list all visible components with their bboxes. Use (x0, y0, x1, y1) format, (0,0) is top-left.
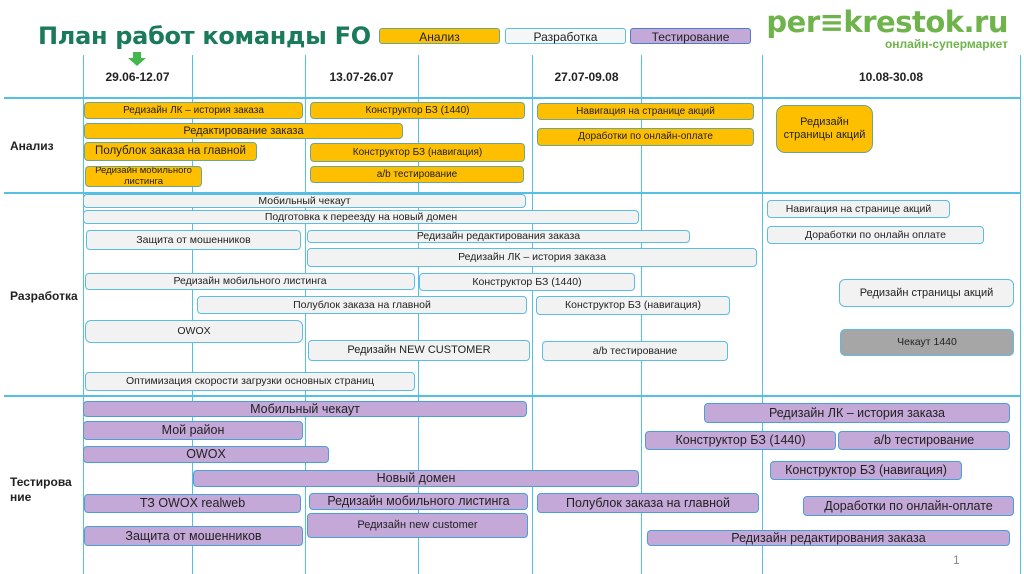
task-development[interactable]: Редизайн страницы акций (839, 279, 1014, 307)
legend-development: Разработка (505, 28, 626, 44)
task-development[interactable]: Навигация на странице акций (767, 200, 950, 218)
grid-line-v1 (192, 55, 193, 574)
task-analysis[interactable]: Доработки по онлайн-оплате (537, 128, 754, 146)
logo-wordmark: per≡krestok.ru (766, 5, 1008, 39)
section-label-development: Разработка (10, 289, 78, 303)
grid-line-analysis-bottom (4, 192, 1020, 194)
task-testing[interactable]: Редизайн new customer (307, 513, 528, 538)
task-testing[interactable]: Мобильный чекаут (83, 401, 527, 417)
section-label-analysis: Анализ (10, 139, 54, 153)
grid-line-v3 (418, 55, 419, 574)
task-testing[interactable]: Защита от мошенников (84, 526, 303, 546)
task-testing[interactable]: ТЗ OWOX realweb (84, 494, 301, 513)
period-1: 29.06-12.07 (105, 70, 170, 84)
task-development[interactable]: Конструктор БЗ (1440) (419, 273, 635, 291)
task-development[interactable]: Защита от мошенников (86, 230, 301, 250)
legend-testing: Тестирование (630, 28, 751, 44)
task-analysis[interactable]: Редизайн страницы акций (776, 105, 873, 153)
task-development[interactable]: Оптимизация скорости загрузки основных с… (85, 372, 415, 391)
task-testing[interactable]: OWOX (83, 446, 329, 463)
grid-line-v7 (1020, 55, 1021, 574)
task-development[interactable]: Чекаут 1440 (840, 329, 1014, 356)
period-4: 10.08-30.08 (858, 70, 924, 84)
current-period-arrow-icon (128, 58, 146, 66)
task-development[interactable]: Мобильный чекаут (83, 194, 526, 208)
task-analysis[interactable]: Редизайн мобильного листинга (85, 166, 202, 187)
task-testing[interactable]: Конструктор БЗ (навигация) (770, 461, 962, 480)
task-development[interactable]: Редизайн мобильного листинга (85, 273, 415, 290)
page-title: План работ команды FO (38, 22, 371, 50)
task-testing[interactable]: Редизайн редактирования заказа (647, 530, 1010, 546)
task-analysis[interactable]: Конструктор БЗ (навигация) (310, 143, 525, 162)
task-development[interactable]: OWOX (85, 320, 303, 343)
task-development[interactable]: Редизайн редактирования заказа (307, 230, 690, 243)
task-development[interactable]: Полублок заказа на главной (197, 296, 527, 314)
task-analysis[interactable]: Конструктор БЗ (1440) (310, 102, 525, 119)
current-period-arrow-stem (133, 52, 141, 58)
task-analysis[interactable]: a/b тестирование (310, 166, 524, 183)
task-development[interactable]: Редизайн NEW CUSTOMER (308, 340, 530, 361)
grid-line-header (4, 97, 1020, 99)
task-testing[interactable]: Новый домен (193, 470, 639, 487)
task-analysis[interactable]: Редактирование заказа (84, 123, 403, 139)
task-development[interactable]: Подготовка к переезду на новый домен (83, 210, 639, 224)
grid-line-v2 (305, 55, 306, 574)
task-analysis[interactable]: Редизайн ЛК – история заказа (84, 102, 303, 119)
page-number: 1 (953, 553, 960, 567)
task-development[interactable]: a/b тестирование (542, 341, 728, 361)
task-analysis[interactable]: Полублок заказа на главной (84, 142, 257, 161)
task-testing[interactable]: Доработки по онлайн-оплате (803, 496, 1014, 516)
logo-tagline: онлайн-супермаркет (884, 37, 1008, 51)
task-testing[interactable]: a/b тестирование (838, 431, 1010, 450)
task-testing[interactable]: Редизайн мобильного листинга (309, 493, 528, 510)
task-development[interactable]: Конструктор БЗ (навигация) (536, 296, 730, 315)
legend-analysis: Анализ (379, 28, 500, 44)
grid-line-v6 (762, 55, 763, 574)
task-testing[interactable]: Конструктор БЗ (1440) (645, 431, 836, 450)
task-testing[interactable]: Полублок заказа на главной (537, 493, 759, 513)
task-development[interactable]: Доработки по онлайн оплате (767, 226, 984, 244)
period-3: 27.07-09.08 (554, 70, 619, 84)
task-testing[interactable]: Редизайн ЛК – история заказа (704, 403, 1010, 423)
perekrestok-logo: per≡krestok.ru онлайн-супермаркет (766, 6, 1008, 50)
task-analysis[interactable]: Навигация на странице акций (537, 103, 754, 120)
grid-line-dev-bottom (4, 395, 1020, 397)
task-testing[interactable]: Мой район (83, 421, 303, 440)
period-2: 13.07-26.07 (329, 70, 394, 84)
grid-line-v0 (83, 55, 84, 574)
grid-line-v4 (532, 55, 533, 574)
task-development[interactable]: Редизайн ЛК – история заказа (307, 248, 757, 267)
